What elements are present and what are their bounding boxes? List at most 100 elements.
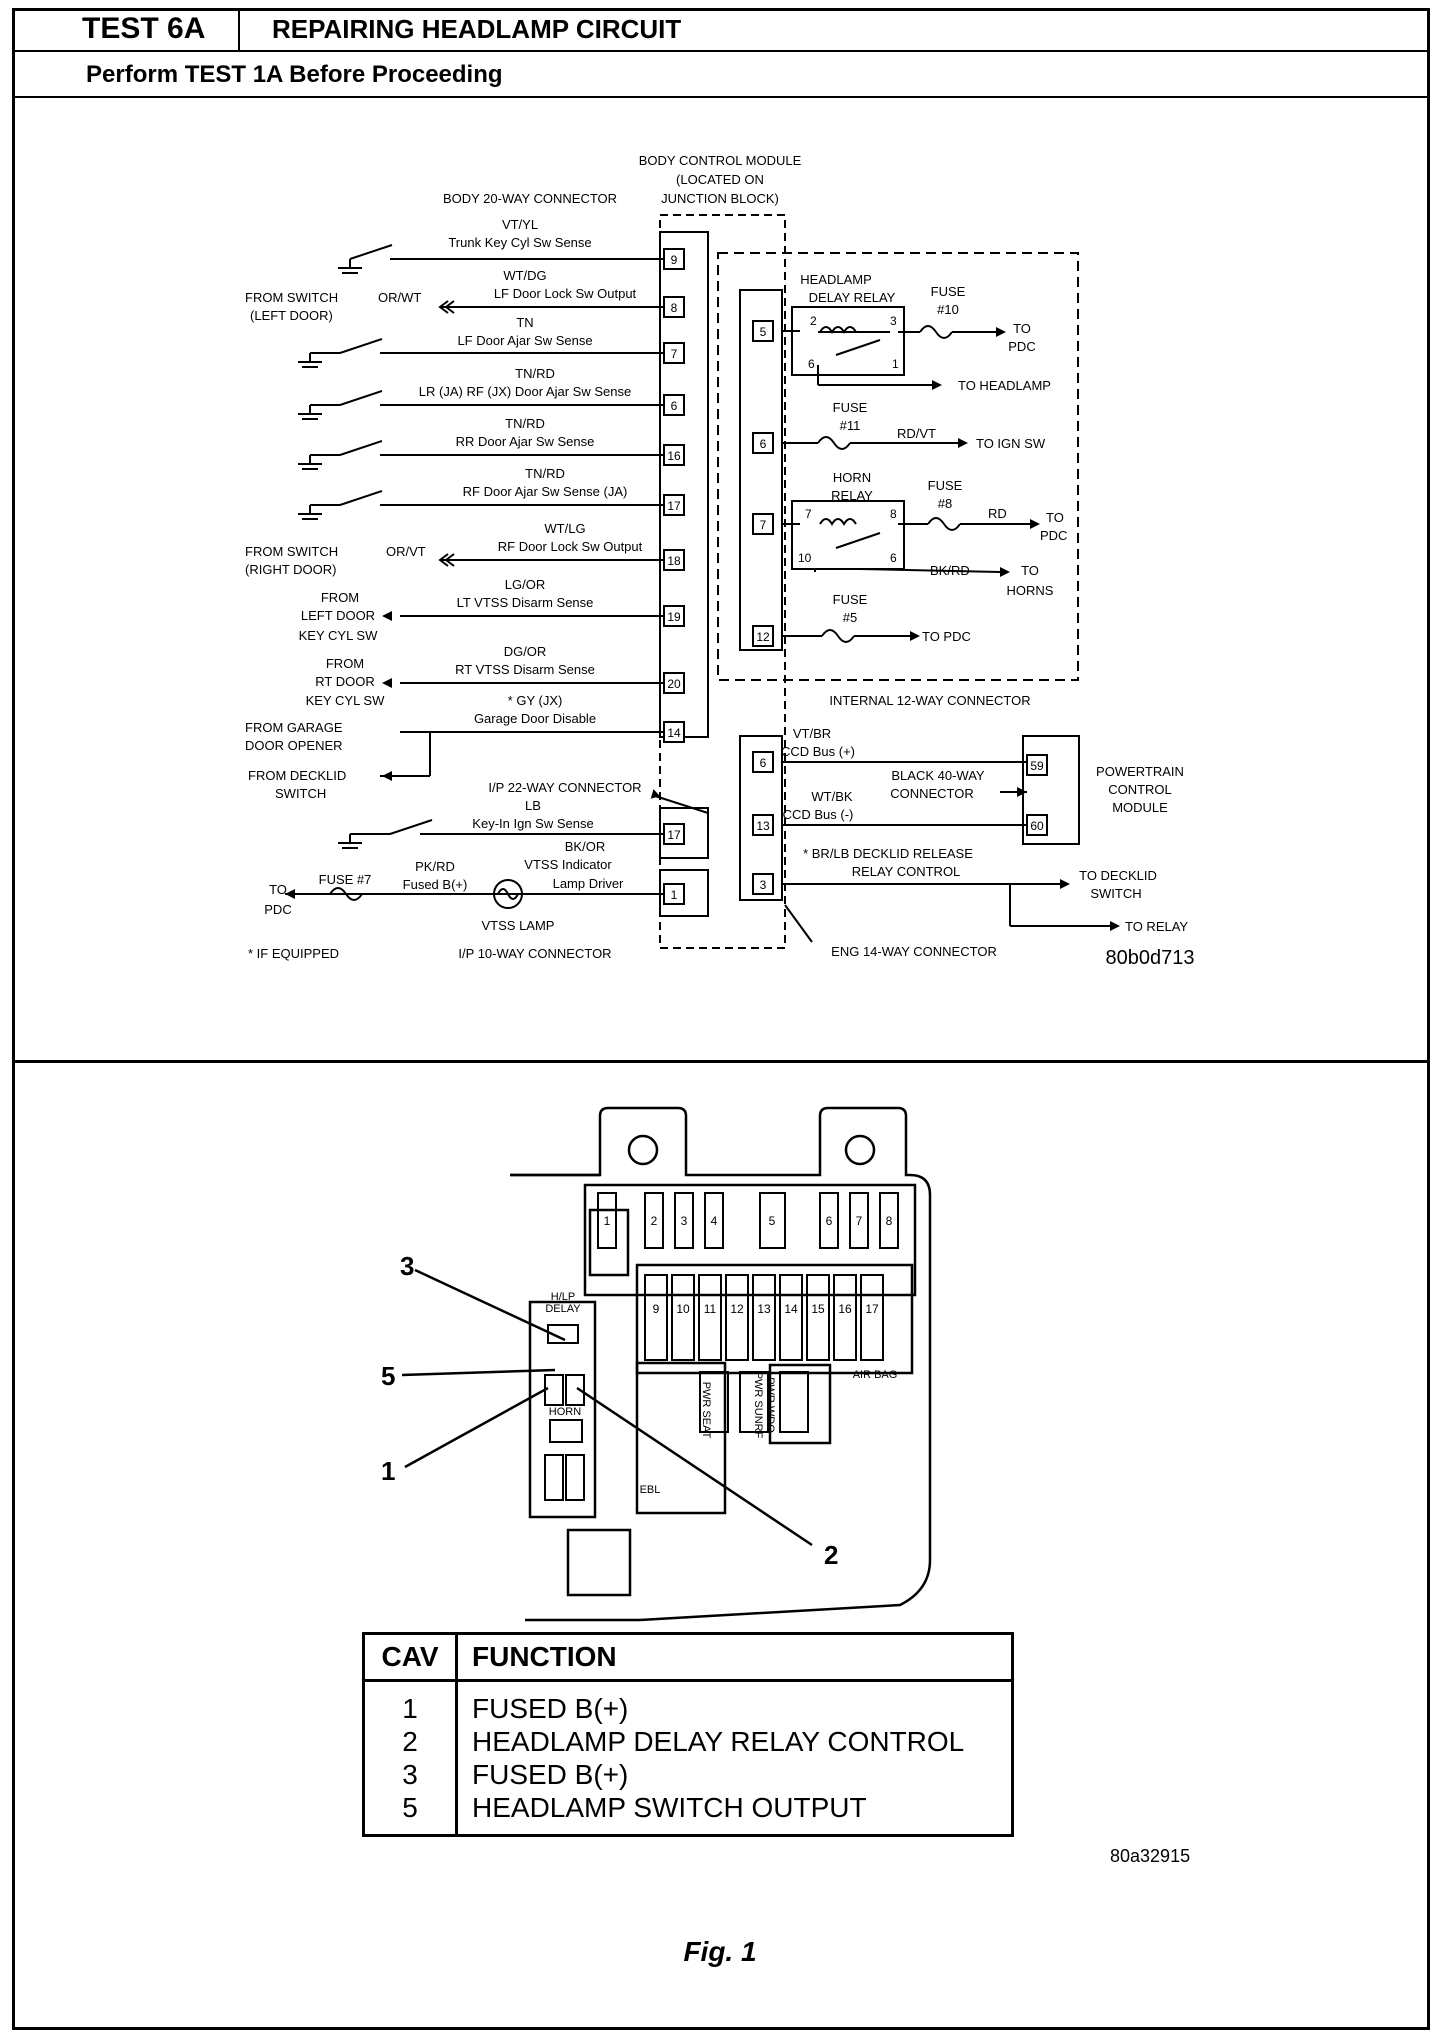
fuse11-label-2: #11	[840, 418, 861, 433]
figure-caption: Fig. 1	[683, 1936, 757, 1967]
to-pdc-2a: TO	[1046, 510, 1064, 525]
function-cell: FUSED B(+)	[472, 1693, 629, 1724]
func-pin19: LT VTSS Disarm Sense	[457, 595, 594, 610]
table-row: 3 FUSED B(+)	[363, 1758, 1013, 1791]
ccd-plus-func: CCD Bus (+)	[781, 744, 855, 759]
func-pin16: RR Door Ajar Sw Sense	[456, 434, 595, 449]
ip10-wire: BK/OR	[565, 839, 605, 854]
to-horns-2: HORNS	[1007, 583, 1054, 598]
fused-b-wire: PK/RD	[415, 859, 455, 874]
pcm-pin-60: 60	[1030, 819, 1044, 833]
fuse-num-12: 12	[730, 1302, 744, 1316]
rt-key-cyl-2: RT DOOR	[315, 674, 374, 689]
cav-header: CAV	[363, 1633, 458, 1682]
cav-cell: 3	[363, 1758, 458, 1791]
bcm-label-3: JUNCTION BLOCK)	[661, 191, 779, 206]
to-pdc-2b: PDC	[1040, 528, 1067, 543]
rd-vt-wire: RD/VT	[897, 426, 936, 441]
int-pin-7: 7	[760, 518, 767, 532]
body-connector-label: BODY 20-WAY CONNECTOR	[443, 191, 617, 206]
horn-relay-label-1: HORN	[833, 470, 871, 485]
horn-label: HORN	[549, 1406, 581, 1418]
fuse-num-2: 2	[651, 1214, 658, 1228]
cav-cell: 2	[363, 1725, 458, 1758]
callout-1: 1	[381, 1456, 395, 1486]
rt-key-cyl-1: FROM	[326, 656, 364, 671]
headlamp-relay-box	[791, 306, 905, 376]
wire-pin20: DG/OR	[504, 644, 547, 659]
to-pdc-1b: PDC	[1008, 339, 1035, 354]
func-pin7: LF Door Ajar Sw Sense	[457, 333, 592, 348]
page-frame	[12, 8, 1430, 2030]
pin-18: 18	[667, 554, 681, 568]
ip22-pin: 17	[667, 828, 681, 842]
pcm-pin-59: 59	[1030, 759, 1044, 773]
func-pin20: RT VTSS Disarm Sense	[455, 662, 595, 677]
left-door-switch-1: FROM SWITCH	[245, 290, 338, 305]
fuse-num-7: 7	[856, 1214, 863, 1228]
figure-code: 80a32915	[1110, 1846, 1191, 1866]
rt-key-cyl-3: KEY CYL SW	[306, 693, 385, 708]
fused-b-func: Fused B(+)	[403, 877, 468, 892]
decklid-switch-2: SWITCH	[275, 786, 326, 801]
fuse10-label-1: FUSE	[931, 284, 966, 299]
func-pin6: LR (JA) RF (JX) Door Ajar Sw Sense	[419, 384, 631, 399]
fuse-num-15: 15	[811, 1302, 825, 1316]
wire-pin19: LG/OR	[505, 577, 545, 592]
func-pin8: LF Door Lock Sw Output	[494, 286, 637, 301]
ccd-minus-func: CCD Bus (-)	[783, 807, 854, 822]
callout-3: 3	[400, 1251, 414, 1281]
fuse-num-14: 14	[784, 1302, 798, 1316]
ccd-plus-wire: VT/BR	[793, 726, 831, 741]
fuse-num-17: 17	[865, 1302, 879, 1316]
fuse-num-11: 11	[704, 1302, 717, 1316]
if-equipped-note: * IF EQUIPPED	[248, 946, 339, 961]
to-headlamp: TO HEADLAMP	[958, 378, 1051, 393]
to-relay: TO RELAY	[1125, 919, 1188, 934]
ip10-pin: 1	[671, 888, 678, 902]
wire-pin17: TN/RD	[525, 466, 565, 481]
fuse-num-16: 16	[838, 1302, 852, 1316]
fuse5-label-1: FUSE	[833, 592, 868, 607]
bcm-label-1: BODY CONTROL MODULE	[639, 153, 802, 168]
wire-pin7: TN	[516, 315, 533, 330]
fuse8-label-1: FUSE	[928, 478, 963, 493]
ccd-minus-wire: WT/BK	[811, 789, 852, 804]
bcm-label-2: (LOCATED ON	[676, 172, 764, 187]
func-pin14: Garage Door Disable	[474, 711, 596, 726]
hl-relay-pin3: 3	[890, 314, 897, 328]
int-pin-5: 5	[760, 325, 767, 339]
function-cell: HEADLAMP SWITCH OUTPUT	[472, 1792, 867, 1823]
func-pin18: RF Door Lock Sw Output	[498, 539, 643, 554]
wire-pin14: * GY (JX)	[508, 693, 563, 708]
horn-relay-label-2: RELAY	[831, 488, 873, 503]
left-key-cyl-3: KEY CYL SW	[299, 628, 378, 643]
garage-opener-1: FROM GARAGE	[245, 720, 343, 735]
to-pdc-left-1: TO	[269, 882, 287, 897]
eng-pin-3: 3	[760, 878, 767, 892]
internal-12way-connector	[739, 289, 783, 651]
eng-14way-label: ENG 14-WAY CONNECTOR	[831, 944, 997, 959]
test-header: TEST 6A REPAIRING HEADLAMP CIRCUIT	[12, 8, 1430, 52]
eng-pin-6: 6	[760, 756, 767, 770]
left-door-switch-2: (LEFT DOOR)	[250, 308, 333, 323]
callout-2: 2	[824, 1540, 838, 1570]
to-decklid-1: TO DECKLID	[1079, 868, 1157, 883]
callout-5: 5	[381, 1361, 395, 1391]
left-door-wire: OR/WT	[378, 290, 421, 305]
function-cell: HEADLAMP DELAY RELAY CONTROL	[472, 1726, 965, 1757]
wire-pin18: WT/LG	[544, 521, 585, 536]
rd-wire: RD	[988, 506, 1007, 521]
test-id: TEST 6A	[12, 8, 240, 50]
int-pin-6: 6	[760, 437, 767, 451]
function-cell: FUSED B(+)	[472, 1759, 629, 1790]
table-row: 2 HEADLAMP DELAY RELAY CONTROL	[363, 1725, 1013, 1758]
pin-8: 8	[671, 301, 678, 315]
hl-relay-label-1: HEADLAMP	[800, 272, 872, 287]
pin-7: 7	[671, 347, 678, 361]
ip22-func: Key-In Ign Sw Sense	[472, 816, 593, 831]
schematic-code: 80b0d713	[1106, 947, 1195, 969]
ip10-label: I/P 10-WAY CONNECTOR	[458, 946, 611, 961]
fuse-num-6: 6	[826, 1214, 833, 1228]
